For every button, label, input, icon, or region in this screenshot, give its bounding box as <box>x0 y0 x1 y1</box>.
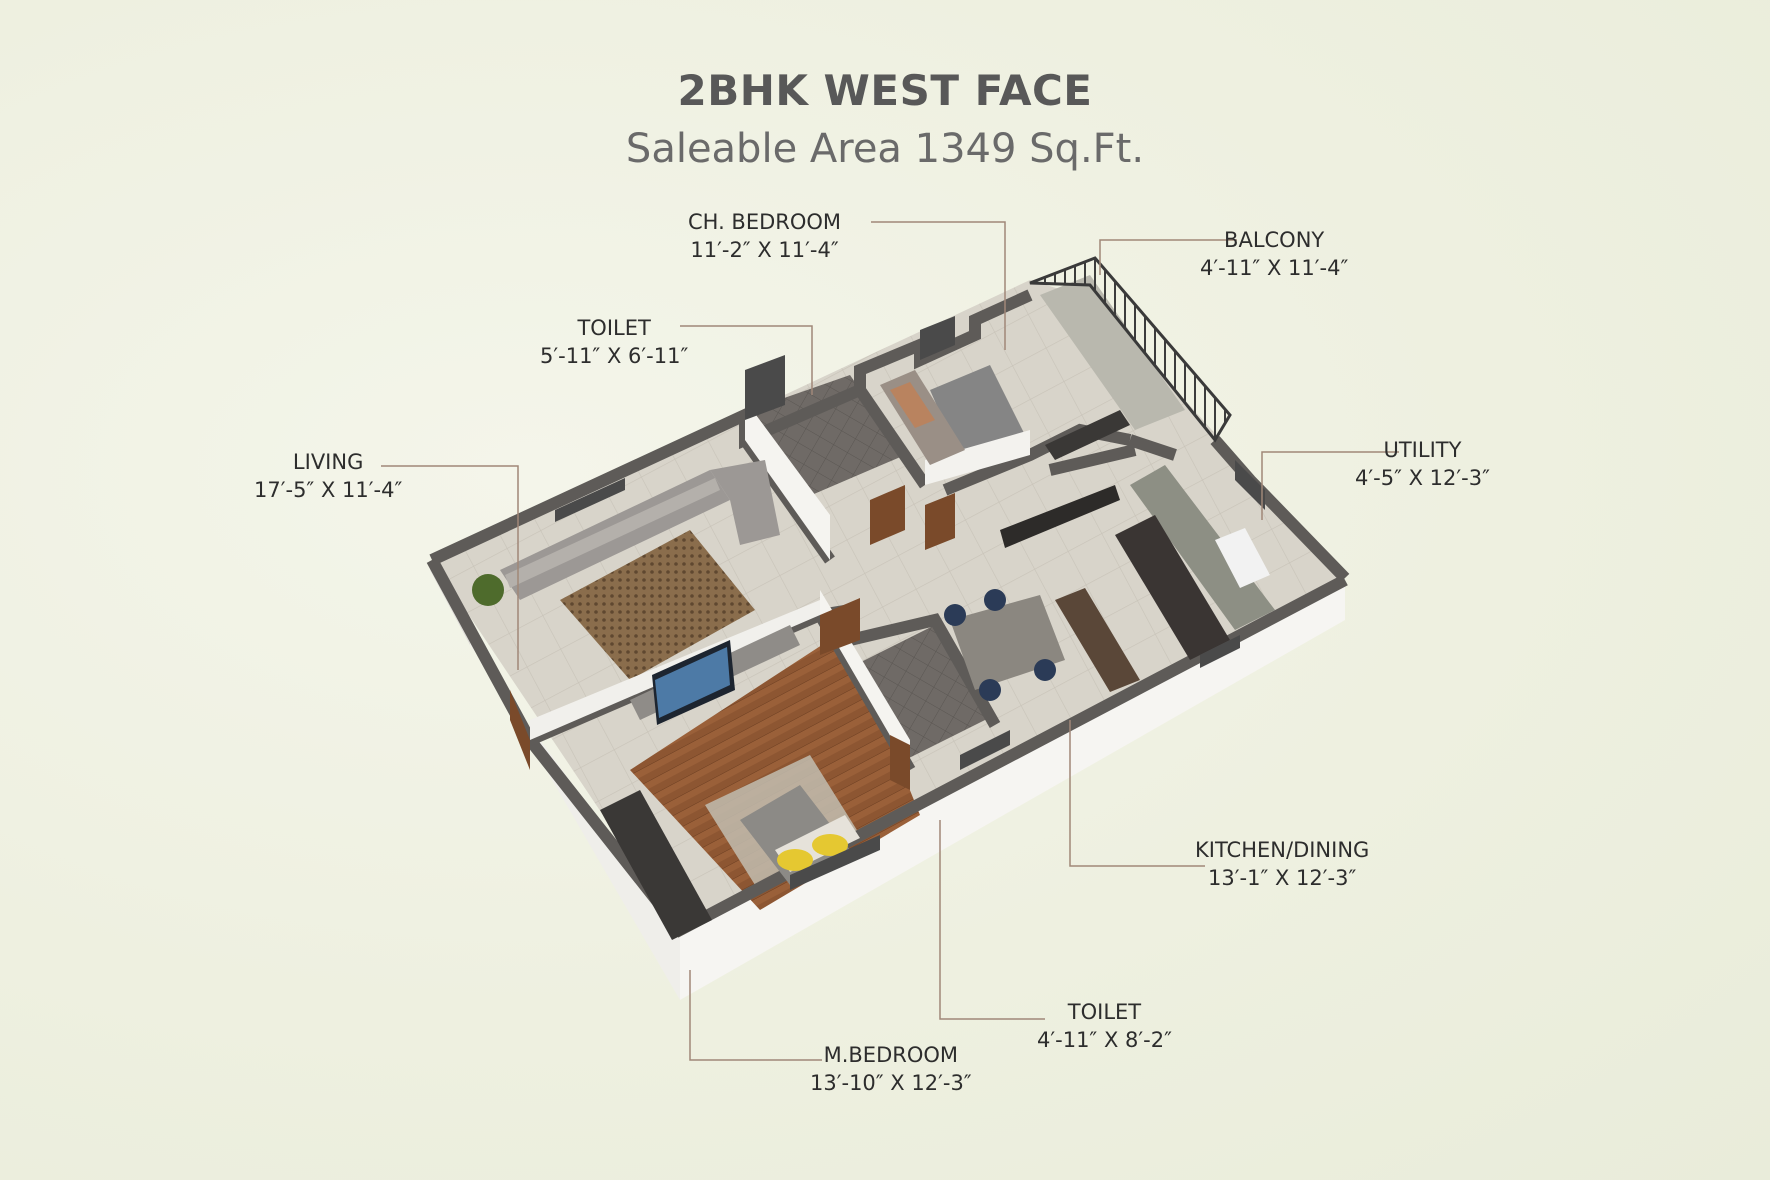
label-utility: UTILITY 4′-5″ X 12′-3″ <box>1355 436 1490 492</box>
kitchen-dining-name: KITCHEN/DINING <box>1195 838 1370 862</box>
plan-title: 2BHK WEST FACE <box>677 66 1093 115</box>
toilet-top-name: TOILET <box>577 316 651 340</box>
label-ch-bedroom: CH. BEDROOM 11′-2″ X 11′-4″ <box>688 208 841 264</box>
balcony-railing <box>1029 256 1232 443</box>
living-plant <box>472 574 504 606</box>
utility-name: UTILITY <box>1383 438 1462 462</box>
living-rug <box>560 530 755 680</box>
dining-set <box>944 589 1065 701</box>
m-bedroom-size: 13′-10″ X 12′-3″ <box>810 1071 972 1095</box>
balcony-floor <box>1040 275 1185 430</box>
toilet-top-size: 5′-11″ X 6′-11″ <box>540 344 689 368</box>
living-sofa <box>500 460 780 600</box>
living-name: LIVING <box>292 450 364 474</box>
toilet-bottom-name: TOILET <box>1067 1000 1142 1024</box>
windows <box>555 316 1265 890</box>
master-bed <box>740 785 860 885</box>
label-balcony: BALCONY 4′-11″ X 11′-4″ <box>1200 226 1348 282</box>
m-bedroom-name: M.BEDROOM <box>823 1043 959 1067</box>
balcony-size: 4′-11″ X 11′-4″ <box>1200 256 1349 280</box>
doors <box>510 485 955 790</box>
ch-bedroom-furniture <box>880 370 1130 465</box>
leader-lines <box>381 221 1399 1061</box>
label-m-bedroom: M.BEDROOM 13′-10″ X 12′-3″ <box>810 1041 972 1097</box>
toilet-bottom-size: 4′-11″ X 8′-2″ <box>1037 1028 1172 1052</box>
label-toilet-top: TOILET 5′-11″ X 6′-11″ <box>540 314 688 370</box>
balcony-name: BALCONY <box>1224 228 1325 252</box>
kitchen-dining-size: 13′-1″ X 12′-3″ <box>1208 866 1357 890</box>
label-toilet-bottom: TOILET 4′-11″ X 8′-2″ <box>1037 998 1172 1054</box>
utility-size: 4′-5″ X 12′-3″ <box>1355 466 1490 490</box>
label-kitchen-dining: KITCHEN/DINING 13′-1″ X 12′-3″ <box>1195 836 1369 892</box>
utility-floor <box>1130 465 1275 630</box>
ch-bedroom-name: CH. BEDROOM <box>688 210 842 234</box>
ch-bedroom-size: 11′-2″ X 11′-4″ <box>690 238 839 262</box>
living-size: 17′-5″ X 11′-4″ <box>254 478 403 502</box>
saleable-area: Saleable Area 1349 Sq.Ft. <box>625 126 1145 172</box>
utility-unit <box>1215 528 1270 588</box>
master-wardrobe <box>600 790 712 940</box>
label-living: LIVING 17′-5″ X 11′-4″ <box>254 448 402 504</box>
kitchen-counters <box>1000 485 1230 692</box>
tv-unit <box>630 625 800 725</box>
